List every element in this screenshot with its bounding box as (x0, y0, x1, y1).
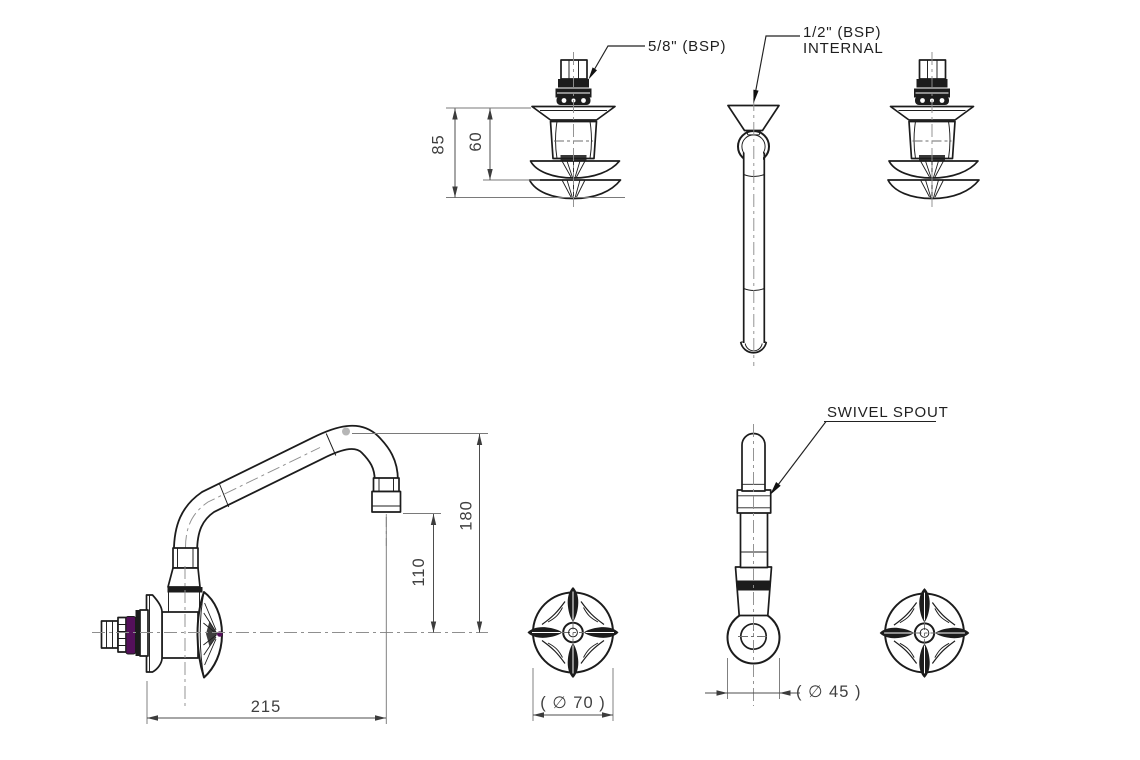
label-inlet-thread-line1: 1/2" (BSP) (803, 24, 881, 41)
label-layer: 5/8" (BSP) 1/2" (BSP) INTERNAL SWIVEL SP… (588, 24, 949, 495)
dim-dia45-text: ( ∅ 45 ) (796, 683, 861, 701)
label-inlet-thread-line2: INTERNAL (803, 40, 884, 57)
dim-110-text: 110 (410, 557, 428, 586)
label-spout-thread: 5/8" (BSP) (648, 38, 726, 55)
label-swivel-spout: SWIVEL SPOUT (827, 404, 949, 421)
dim-60-text: 60 (467, 131, 485, 151)
tangent-marker-dot (342, 427, 350, 436)
dimension-layer: 85 60 180 110 215 ( ∅ 70 ) ( ∅ 45 ) (146, 107, 861, 724)
spout-front-elevation (726, 424, 781, 706)
dim-dia70-text: ( ∅ 70 ) (540, 694, 605, 712)
dim-180-text: 180 (458, 500, 476, 531)
dim-85-text: 85 (430, 134, 448, 154)
main-side-elevation (92, 424, 488, 708)
valve-body-top-view (528, 52, 622, 207)
spout-rear-elevation (727, 98, 780, 366)
dim-215-text: 215 (251, 698, 282, 716)
inlet-seal-washer (125, 616, 136, 655)
